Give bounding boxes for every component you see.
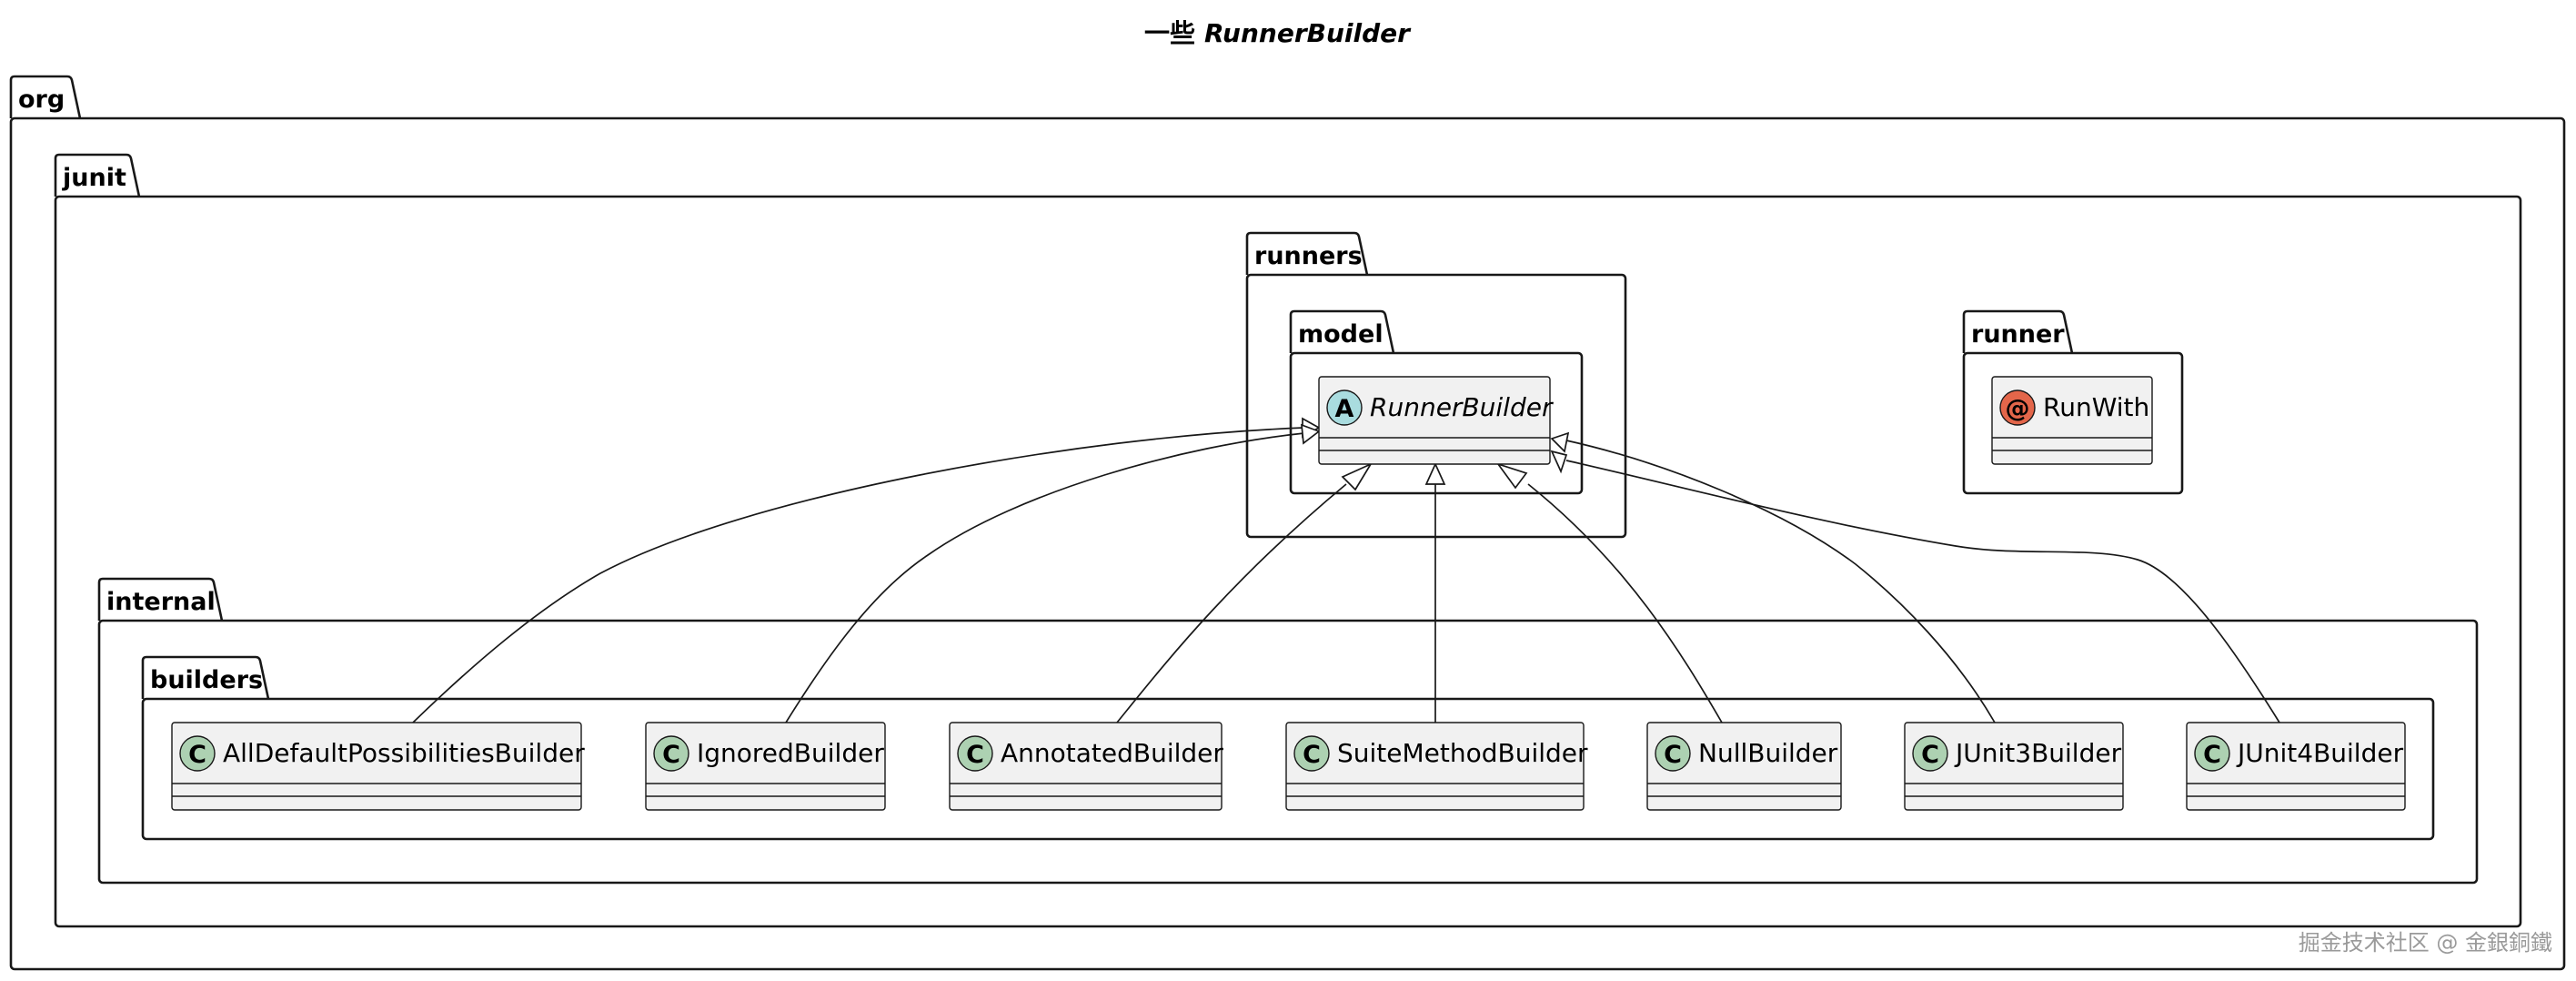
class-icon (1655, 735, 1691, 772)
class-icon (179, 735, 216, 772)
class-icon (957, 735, 993, 772)
watermark: 掘金技术社区 @ 金銀銅鐵 (2299, 930, 2552, 956)
class-name: SuiteMethodBuilder (1337, 738, 1588, 768)
package-org: org (9, 75, 2566, 971)
class-annotatedbuilder[interactable]: C AnnotatedBuilder (949, 722, 1223, 811)
package-internal-label: internal (106, 588, 216, 616)
class-letter: C (662, 741, 680, 769)
class-letter: C (1303, 741, 1321, 769)
package-runners-frame (1245, 273, 1627, 539)
annotation-letter: @ (2006, 395, 2030, 423)
package-junit-label: junit (62, 164, 126, 192)
arrowhead-null (1495, 462, 1528, 490)
class-runnerbuilder-name: RunnerBuilder (1370, 392, 1554, 422)
package-runner-tab (1962, 309, 2074, 354)
class-name: NullBuilder (1698, 738, 1838, 768)
arrowhead-junit3 (1550, 431, 1570, 453)
package-org-label: org (18, 86, 65, 114)
diagram-title-subject: RunnerBuilder (1204, 18, 1412, 48)
class-box (1285, 722, 1585, 811)
diagram-title-prefix: 一些 (1144, 18, 1195, 48)
class-alldefaultpossibilitiesbuilder[interactable]: C AllDefaultPossibilitiesBuilder (171, 722, 585, 811)
edge-null-to-runnerbuilder (1527, 483, 1723, 723)
class-nullbuilder[interactable]: C NullBuilder (1646, 722, 1842, 811)
annotation-runwith[interactable]: @ RunWith (1991, 376, 2153, 465)
package-runner-frame (1962, 351, 2184, 495)
package-internal-tab (97, 577, 224, 622)
package-model-frame (1289, 351, 1584, 495)
class-runnerbuilder[interactable]: A RunnerBuilder (1318, 376, 1554, 465)
class-suitemethodbuilder[interactable]: C SuiteMethodBuilder (1285, 722, 1588, 811)
package-model: model (1289, 309, 1584, 495)
package-runners-label: runners (1254, 242, 1363, 270)
package-org-tab (9, 75, 82, 119)
package-org-frame (9, 116, 2566, 971)
class-letter: C (1921, 741, 1939, 769)
package-builders-tab (141, 655, 270, 700)
class-box (2186, 722, 2406, 811)
arrowhead-ignored (1301, 423, 1321, 445)
abstract-class-letter: A (1335, 395, 1354, 423)
arrowhead-suitemethod (1424, 461, 1446, 485)
class-name: AllDefaultPossibilitiesBuilder (223, 738, 585, 768)
class-box (171, 722, 582, 811)
arrowhead-annotated (1341, 462, 1374, 491)
package-internal-frame (97, 619, 2479, 885)
class-name: JUnit3Builder (1954, 738, 2122, 768)
edge-junit4-to-runnerbuilder (1565, 460, 2280, 723)
class-name: JUnit4Builder (2236, 738, 2404, 768)
class-box (645, 722, 886, 811)
class-letter: C (2203, 741, 2221, 769)
class-ignoredbuilder[interactable]: C IgnoredBuilder (645, 722, 886, 811)
class-icon (1912, 735, 1948, 772)
annotation-runwith-name: RunWith (2043, 392, 2149, 422)
class-junit3builder[interactable]: C JUnit3Builder (1904, 722, 2124, 811)
edge-alldefault-to-runnerbuilder (412, 427, 1305, 723)
arrowhead-junit4 (1550, 450, 1568, 474)
class-name: AnnotatedBuilder (1001, 738, 1223, 768)
class-icon (653, 735, 689, 772)
class-box (949, 722, 1223, 811)
package-builders-frame (141, 697, 2435, 841)
class-icon (2194, 735, 2230, 772)
annotation-icon (1999, 389, 2036, 426)
package-junit: junit (54, 153, 2522, 928)
package-junit-tab (54, 153, 141, 197)
package-runner: runner (1962, 309, 2184, 495)
class-box (1904, 722, 2124, 811)
edge-ignored-to-runnerbuilder (785, 432, 1305, 723)
diagram-title: 一些 RunnerBuilder (1144, 18, 1412, 48)
package-builders: builders (141, 655, 2435, 841)
class-name: IgnoredBuilder (697, 738, 884, 768)
package-model-tab (1289, 309, 1395, 354)
package-runner-label: runner (1971, 320, 2065, 349)
edge-junit3-to-runnerbuilder (1565, 440, 1996, 723)
class-letter: C (1664, 741, 1682, 769)
package-runners: runners (1245, 231, 1627, 539)
class-letter: C (966, 741, 984, 769)
edge-annotated-to-runnerbuilder (1116, 483, 1347, 723)
class-runnerbuilder-box (1318, 376, 1551, 465)
abstract-class-icon (1326, 389, 1363, 426)
package-model-label: model (1298, 320, 1384, 349)
inheritance-edges (412, 417, 2280, 723)
package-builders-label: builders (150, 666, 263, 694)
class-icon (1293, 735, 1330, 772)
class-box (1646, 722, 1842, 811)
class-junit4builder[interactable]: C JUnit4Builder (2186, 722, 2406, 811)
class-letter: C (188, 741, 206, 769)
package-junit-frame (54, 195, 2522, 928)
package-internal: internal (97, 577, 2479, 885)
package-runners-tab (1245, 231, 1369, 276)
